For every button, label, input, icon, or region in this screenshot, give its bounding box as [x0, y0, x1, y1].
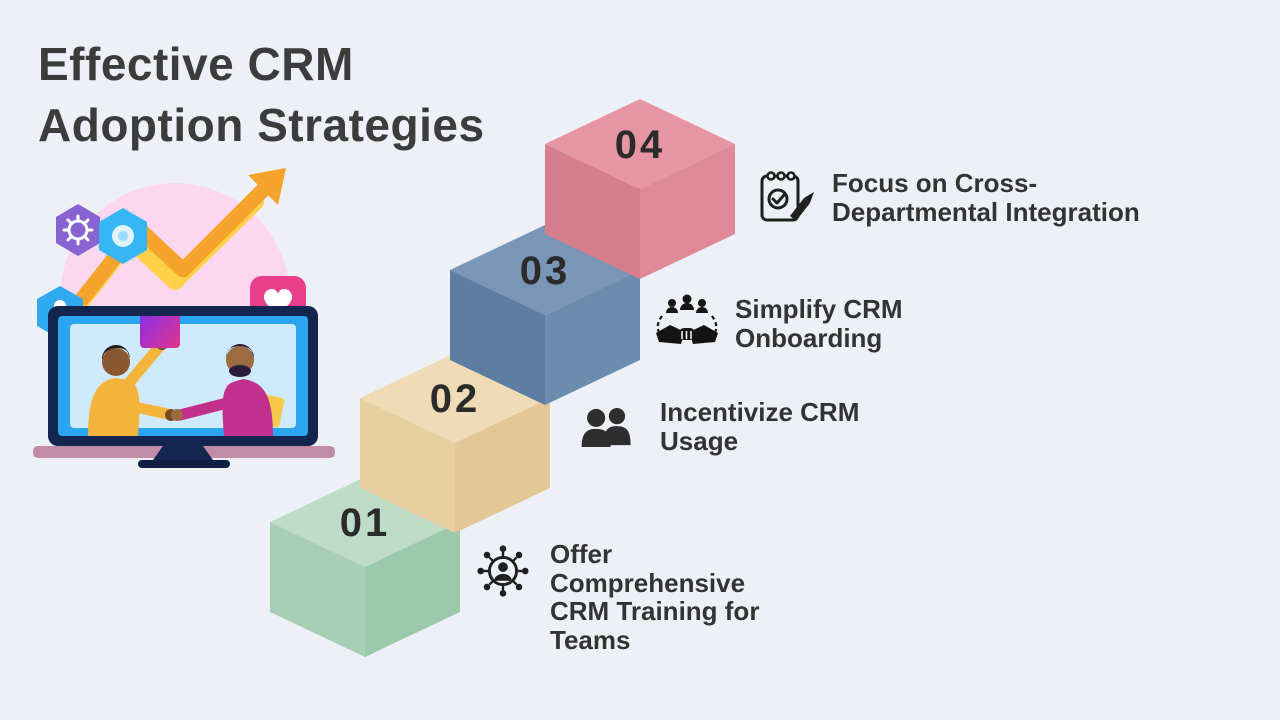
step-item-03: Simplify CRM Onboarding — [655, 292, 975, 356]
step-cube-04: 04 — [545, 99, 735, 279]
handshake-scene — [88, 316, 285, 436]
step-item-01: Offer Comprehensive CRM Training for Tea… — [472, 540, 775, 654]
cube-left-face — [450, 270, 545, 405]
title-line-1: Effective CRM — [38, 38, 354, 90]
step-label: Incentivize CRM Usage — [660, 397, 860, 456]
two-users-icon — [578, 398, 636, 456]
monitor-stand — [138, 446, 230, 468]
cube-left-face — [270, 522, 365, 657]
crm-handshake-illustration — [28, 158, 348, 468]
dot-hexagon-icon — [99, 208, 147, 264]
network-person-icon — [472, 540, 534, 602]
step-number: 01 — [340, 501, 391, 545]
step-item-04: Focus on Cross-Departmental Integration — [752, 166, 1182, 230]
step-label: Focus on Cross-Departmental Integration — [832, 168, 1140, 227]
cube-left-face — [545, 144, 640, 279]
step-label: Offer Comprehensive CRM Training for Tea… — [550, 539, 760, 655]
step-number: 02 — [430, 377, 481, 421]
growth-arrow-icon — [67, 168, 286, 318]
cube-right-face — [365, 522, 460, 657]
gear-hexagon-icon — [56, 204, 100, 256]
page-title: Effective CRM Adoption Strategies — [38, 34, 578, 155]
step-item-02: Incentivize CRM Usage — [578, 398, 910, 456]
step-label: Simplify CRM Onboarding — [735, 294, 903, 353]
cube-right-face — [640, 144, 735, 279]
title-line-2: Adoption Strategies — [38, 98, 485, 151]
cube-right-face — [545, 270, 640, 405]
cube-right-face — [455, 398, 550, 533]
step-number: 04 — [615, 123, 666, 167]
illustration-svg — [33, 168, 335, 468]
step-number: 03 — [520, 249, 571, 293]
clipboard-check-icon — [752, 166, 816, 230]
cube-left-face — [360, 398, 455, 533]
handshake-icon — [655, 292, 719, 356]
